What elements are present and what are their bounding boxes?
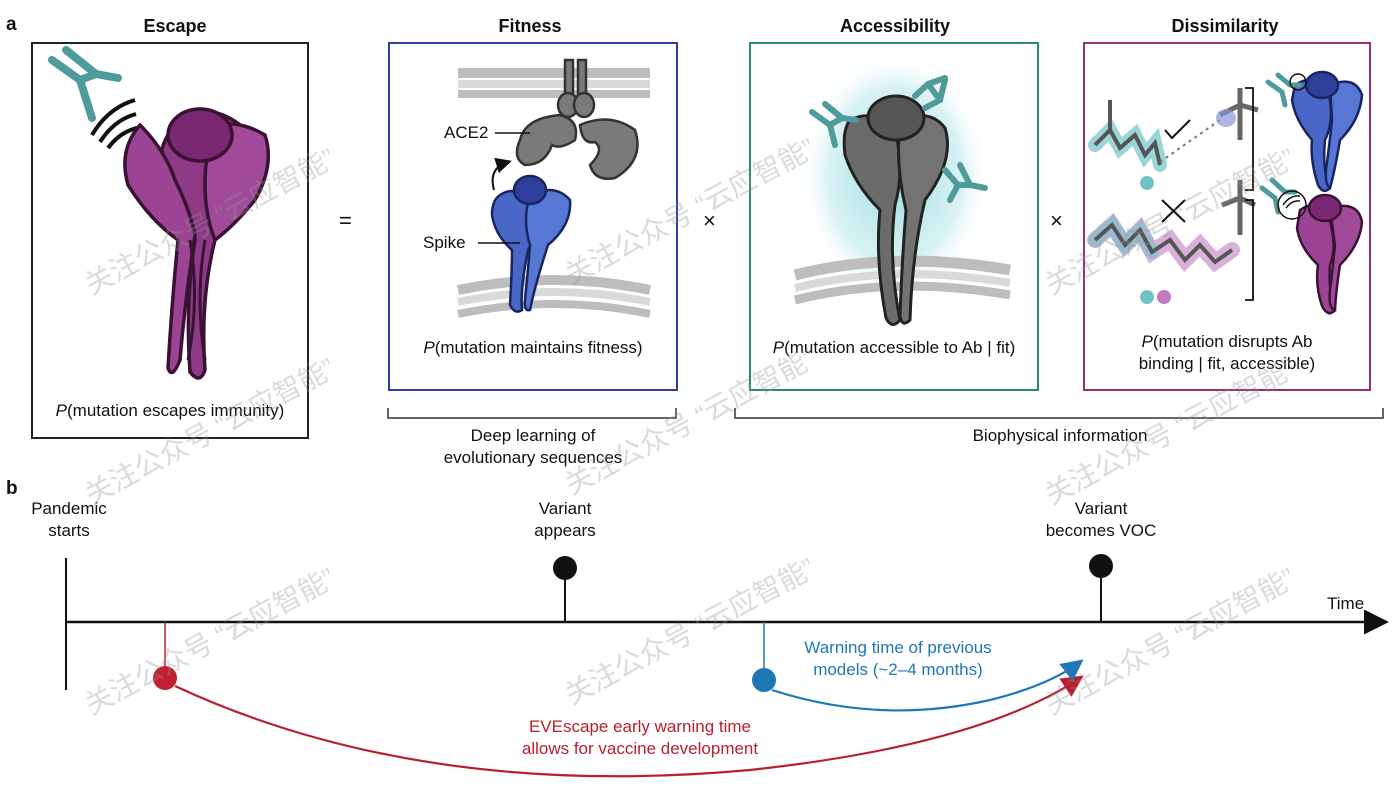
dissimilarity-purple-spike-icon xyxy=(1295,193,1364,315)
equals-sign: = xyxy=(339,208,352,233)
accessibility-caption: P(mutation accessible to Ab | fit) xyxy=(772,338,1016,357)
evescape-marker xyxy=(153,666,177,690)
evescape-warning-arc xyxy=(174,675,1084,778)
times-sign-1: × xyxy=(703,208,716,233)
cross-mark-icon xyxy=(1161,199,1186,223)
fitness-box xyxy=(388,42,678,391)
dissimilarity-ab-residue-bottom xyxy=(1221,180,1257,235)
dissimilarity-ab-icon-bottom xyxy=(1259,177,1298,215)
accessibility-membrane xyxy=(793,255,1011,305)
time-axis-label: Time xyxy=(1327,594,1365,613)
previous-models-arc xyxy=(771,659,1084,712)
biophysical-label: Biophysical information xyxy=(972,426,1148,445)
binding-arrow xyxy=(491,157,512,191)
fitness-membrane-bottom xyxy=(456,275,652,318)
previous-models-marker xyxy=(752,668,776,692)
spike-label: Spike xyxy=(423,233,466,252)
accessibility-box xyxy=(749,42,1039,391)
escape-antibody-icon xyxy=(48,46,122,122)
accessibility-spike-icon xyxy=(842,94,949,326)
ace2-label: ACE2 xyxy=(444,123,489,142)
escape-title: Escape xyxy=(143,16,207,36)
fitness-spike-icon xyxy=(490,174,572,313)
ace2-receptor-icon xyxy=(515,58,639,180)
panel-a-letter: a xyxy=(6,14,17,35)
fitness-title: Fitness xyxy=(498,16,562,36)
dissimilarity-ab-residue-top xyxy=(1216,88,1259,140)
check-mark-icon xyxy=(1164,119,1191,140)
bracket-biophysical xyxy=(734,408,1384,419)
bracket-deep-learning xyxy=(387,408,677,419)
dissimilarity-residue-bottom xyxy=(1087,212,1240,304)
dissimilarity-title: Dissimilarity xyxy=(1171,16,1279,36)
dissimilarity-blue-spike-icon xyxy=(1290,70,1364,193)
accessibility-title: Accessibility xyxy=(839,16,951,36)
variant-voc-marker xyxy=(1089,554,1113,578)
accessibility-antibodies-icon xyxy=(809,75,988,203)
panel-b-letter: b xyxy=(6,478,18,499)
escape-box xyxy=(31,42,309,439)
dissimilarity-brackets xyxy=(1245,87,1254,301)
dissimilarity-box xyxy=(1083,42,1371,391)
fitness-membrane-top xyxy=(458,68,650,98)
escape-caption: P(mutation escapes immunity) xyxy=(55,401,285,420)
contact-dashes xyxy=(1159,119,1221,163)
times-sign-2: × xyxy=(1050,208,1063,233)
signal-circle-bottom-icon xyxy=(1277,190,1307,220)
escape-spike-icon xyxy=(123,107,271,380)
fitness-caption: P(mutation maintains fitness) xyxy=(423,338,643,357)
contact-circle-top xyxy=(1289,73,1307,91)
variant-appears-marker xyxy=(553,556,577,580)
dissimilarity-residue-top xyxy=(1088,100,1167,190)
escape-signal-arcs-icon xyxy=(90,98,138,150)
